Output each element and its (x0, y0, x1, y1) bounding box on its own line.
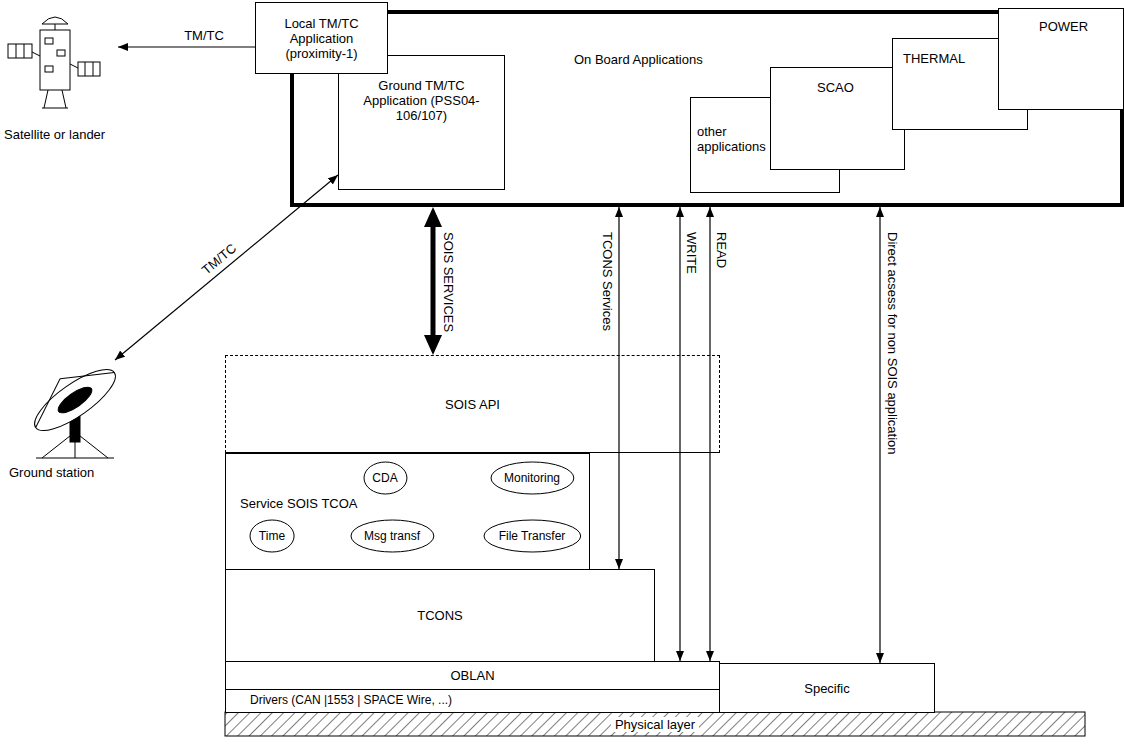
node-label: Physical layer (611, 717, 699, 732)
node-label: Time (259, 529, 285, 544)
service-arrow (431, 219, 436, 343)
connector-label: TM/TC (184, 28, 224, 43)
node-label: OBLAN (450, 668, 494, 683)
driver-layer: Drivers (CAN |1553 | SPACE Wire, ...) (225, 689, 720, 713)
service-layer: Service SOIS TCOA CDA MonitoringTime Msg tr… (225, 453, 590, 570)
application-area: On Board ApplicationsLocal TM/TC Applica… (290, 10, 1124, 207)
api-layer: SOIS API (225, 355, 720, 453)
connector-label: READ (714, 232, 729, 268)
physical-layer: Physical layer (225, 712, 1085, 736)
node-label: SOIS API (445, 397, 500, 412)
application-box: SCAO (770, 67, 905, 170)
ground-station-illustration (21, 351, 124, 458)
application-box: POWER (998, 8, 1124, 110)
network-layer: OBLAN (225, 661, 720, 690)
service-ellipse: CDA (363, 461, 408, 495)
application-box: Ground TM/TC Application (PSS04-106/107) (338, 55, 505, 190)
service-ellipse: File Transfer (483, 519, 582, 553)
node-label: SCAO (817, 80, 854, 95)
node-label: Drivers (CAN |1553 | SPACE Wire, ...) (250, 693, 452, 708)
node-label: TCONS (417, 608, 463, 623)
specific-layer: Specific (719, 663, 935, 713)
physical-hatch (225, 712, 1085, 736)
application-box: Local TM/TC Application (proximity-1) (255, 2, 388, 74)
connector-arrow (115, 175, 338, 360)
connector-arrow (879, 207, 880, 663)
connector-label: TCONS Services (600, 232, 615, 331)
connector-label: TM/TC (199, 241, 239, 278)
connector-arrow (618, 207, 619, 569)
service-ellipse: Monitoring (490, 461, 575, 495)
satellite-node: Satellite or lander (0, 10, 118, 145)
ground-station-node: Ground station (5, 360, 145, 485)
node-label: Ground station (9, 465, 94, 480)
connector-label: SOIS SERVICES (441, 232, 456, 332)
node-label: Specific (804, 681, 850, 696)
node-label: Ground TM/TC Application (PSS04-106/107) (349, 78, 494, 123)
connector-label: Direct acsess for non SOIS application (885, 232, 900, 455)
node-label: other applications (697, 124, 769, 154)
node-label: Local TM/TC Application (proximity-1) (264, 16, 379, 61)
node-label: Msg transf (364, 529, 420, 544)
node-label: POWER (1039, 19, 1088, 34)
service-ellipse: Msg transf (350, 519, 435, 553)
node-label: CDA (372, 471, 397, 486)
node-label: THERMAL (903, 51, 965, 66)
service-ellipse: Time (249, 519, 295, 553)
protocol-layer: TCONS (225, 569, 655, 662)
connector-arrow (709, 207, 710, 661)
connector-label: WRITE (684, 232, 699, 274)
satellite-illustration (8, 17, 100, 108)
node-label: Monitoring (504, 471, 560, 486)
node-label: File Transfer (499, 529, 566, 544)
node-label: On Board Applications (574, 52, 703, 67)
node-label: Satellite or lander (4, 127, 105, 142)
connector-arrow (679, 207, 680, 661)
node-label: Service SOIS TCOA (240, 496, 358, 511)
